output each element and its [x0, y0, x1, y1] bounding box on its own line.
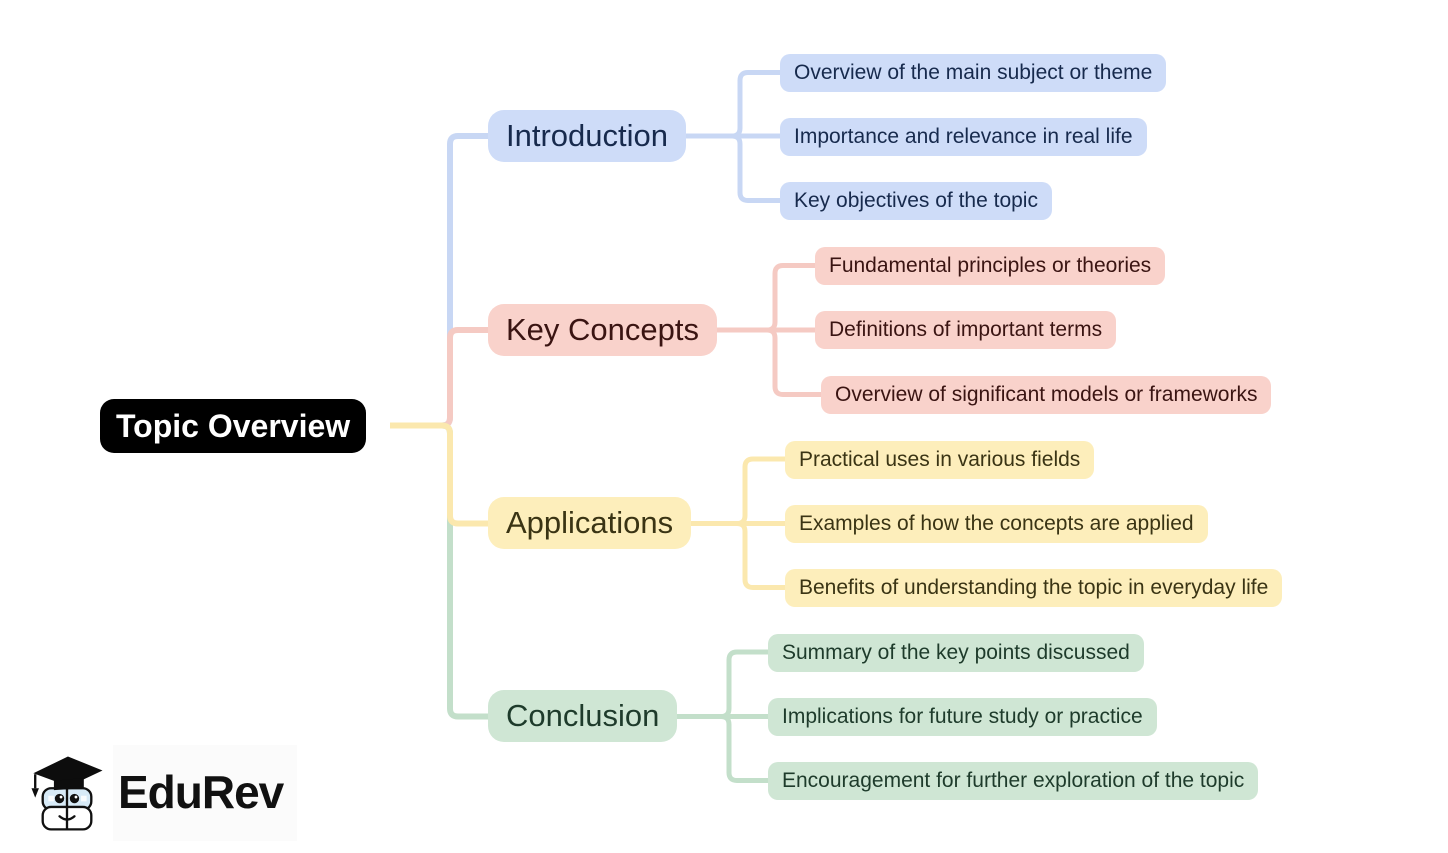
edurev-mascot-icon: [31, 756, 103, 831]
connector-root-applications: [390, 422, 540, 527]
branch-node-conclusion[interactable]: Conclusion: [488, 690, 678, 742]
leaf-node[interactable]: Overview of significant models or framew…: [821, 376, 1272, 414]
connector-conclusion-leaf-2: [590, 714, 795, 783]
edurev-logo[interactable]: EduRev: [24, 744, 284, 840]
leaf-node[interactable]: Fundamental principles or theories: [815, 247, 1166, 285]
leaf-node[interactable]: Benefits of understanding the topic in e…: [785, 569, 1283, 607]
root-node-topic-overview[interactable]: Topic Overview: [100, 399, 367, 453]
connector-root-introduction: [390, 133, 540, 429]
branch-node-applications[interactable]: Applications: [488, 497, 692, 549]
edurev-logo-text: EduRev: [118, 766, 284, 818]
logo-background: [113, 745, 297, 841]
leaf-node[interactable]: Examples of how the concepts are applied: [785, 505, 1208, 543]
leaf-node[interactable]: Implications for future study or practic…: [768, 698, 1157, 736]
branch-node-key-concepts[interactable]: Key Concepts: [488, 304, 717, 356]
leaf-node[interactable]: Importance and relevance in real life: [780, 118, 1147, 156]
leaf-node[interactable]: Key objectives of the topic: [780, 182, 1052, 220]
leaf-node[interactable]: Practical uses in various fields: [785, 441, 1095, 479]
leaf-node[interactable]: Summary of the key points discussed: [768, 634, 1144, 672]
connector-root-conclusion: [390, 422, 540, 720]
connector-key-concepts-leaf-2: [620, 327, 845, 397]
leaf-node[interactable]: Encouragement for further exploration of…: [768, 762, 1259, 800]
connector-introduction-leaf-2: [600, 133, 800, 203]
leaf-node[interactable]: Overview of the main subject or theme: [780, 54, 1167, 92]
branch-node-introduction[interactable]: Introduction: [488, 110, 686, 162]
leaf-node[interactable]: Definitions of important terms: [815, 311, 1117, 349]
connector-applications-leaf-2: [600, 521, 810, 590]
